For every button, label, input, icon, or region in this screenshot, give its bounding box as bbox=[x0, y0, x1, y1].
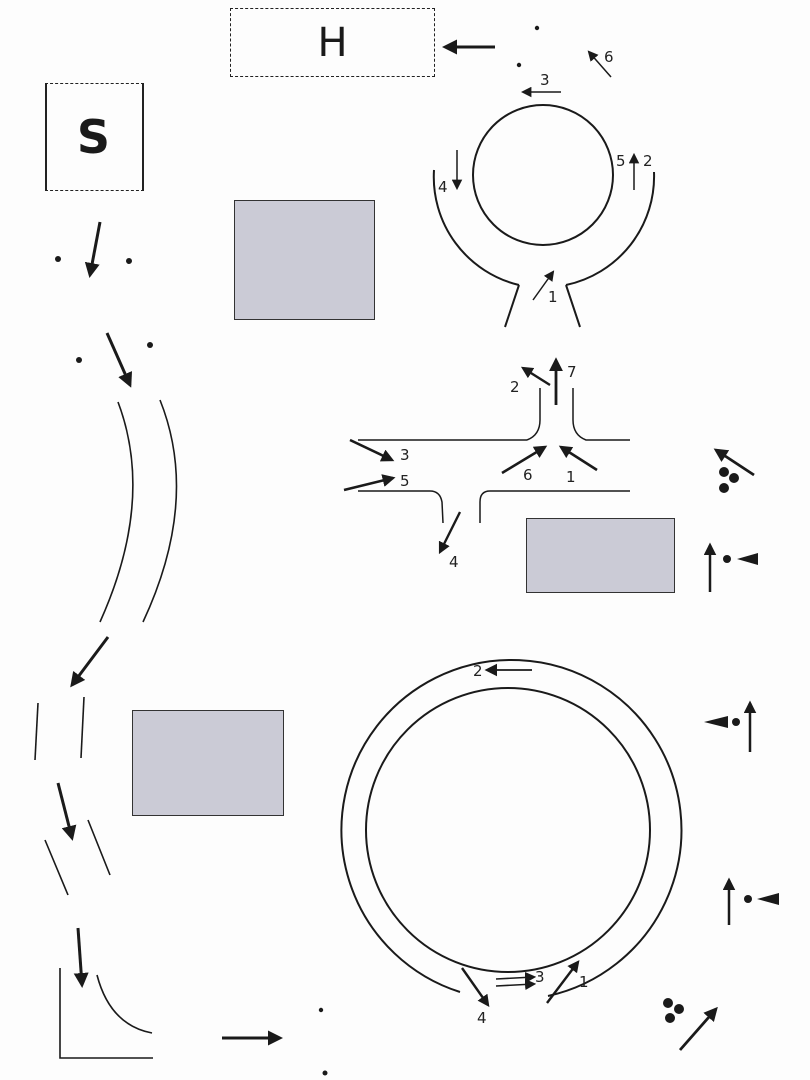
dot bbox=[516, 62, 522, 68]
junction-label-7: 7 bbox=[567, 363, 577, 381]
dot bbox=[318, 1007, 324, 1013]
label-6: 6 bbox=[604, 48, 614, 66]
wedge bbox=[757, 893, 779, 905]
particle bbox=[723, 555, 731, 563]
s-box: S bbox=[45, 83, 144, 191]
label-1: 1 bbox=[548, 288, 558, 306]
stem-right bbox=[565, 284, 581, 328]
junction-label-1: 1 bbox=[566, 468, 576, 486]
wedge bbox=[737, 553, 758, 565]
wedge bbox=[704, 716, 728, 728]
answer-blank-3[interactable] bbox=[132, 710, 284, 816]
bottom-label-4: 4 bbox=[477, 1009, 487, 1027]
arrow-down-3 bbox=[70, 636, 110, 688]
arrow-3-bottom-a bbox=[495, 971, 537, 984]
particle bbox=[674, 1004, 684, 1014]
label-2: 2 bbox=[643, 152, 653, 170]
junction-label-2: 2 bbox=[510, 378, 520, 396]
label-3: 3 bbox=[540, 71, 550, 89]
h-box-label: H bbox=[317, 19, 348, 66]
arrow-down-1 bbox=[84, 221, 102, 278]
particle bbox=[665, 1013, 675, 1023]
arrow-down-4 bbox=[56, 782, 77, 841]
dot bbox=[55, 256, 61, 262]
particle bbox=[732, 718, 740, 726]
channel-bottom bbox=[358, 490, 444, 524]
stem-left bbox=[504, 284, 520, 328]
arrow-1-junction bbox=[558, 445, 598, 472]
channel-corner-tr bbox=[572, 388, 630, 441]
arrow-down-5 bbox=[73, 927, 89, 988]
junction-label-6: 6 bbox=[523, 466, 533, 484]
corner-shape bbox=[59, 968, 153, 1059]
particle bbox=[663, 998, 673, 1008]
outer-arc-bottom bbox=[340, 658, 683, 997]
long-membrane-left bbox=[99, 401, 134, 623]
arrow-3-junction bbox=[349, 438, 395, 462]
arrow-3-bottom-b bbox=[495, 978, 537, 991]
dot bbox=[147, 342, 153, 348]
arrow-1-bottom bbox=[546, 960, 580, 1004]
dot bbox=[126, 258, 132, 264]
arrow-4-bottom bbox=[461, 967, 490, 1007]
corner-curve bbox=[96, 974, 153, 1034]
answer-blank-2[interactable] bbox=[526, 518, 675, 593]
arrow-cluster-top bbox=[713, 448, 755, 477]
channel-corner-tl bbox=[526, 388, 541, 441]
particle bbox=[744, 895, 752, 903]
junction-label-4: 4 bbox=[449, 553, 459, 571]
arrow-4-junction bbox=[438, 511, 462, 555]
arrow-cluster-bottom bbox=[678, 1006, 718, 1051]
bottom-label-3: 3 bbox=[535, 968, 545, 986]
arrow-6-top bbox=[587, 50, 612, 78]
slant-right bbox=[87, 819, 111, 876]
junction-label-5: 5 bbox=[400, 472, 410, 490]
h-box: H bbox=[230, 8, 435, 77]
dot bbox=[534, 25, 540, 31]
particle bbox=[719, 483, 729, 493]
arrow-6-junction bbox=[501, 445, 548, 475]
bottom-label-2: 2 bbox=[473, 662, 483, 680]
outer-arc-top-right bbox=[565, 171, 656, 286]
arrow-down-2 bbox=[105, 332, 133, 388]
dot bbox=[322, 1070, 328, 1076]
particle bbox=[729, 473, 739, 483]
inner-circle-top bbox=[472, 104, 614, 246]
inner-circle-bottom bbox=[365, 687, 651, 973]
channel-bottom-right bbox=[479, 490, 630, 523]
junction-label-3: 3 bbox=[400, 446, 410, 464]
arrow-2-junction bbox=[520, 366, 551, 387]
segment-right bbox=[80, 696, 85, 759]
label-4: 4 bbox=[438, 178, 448, 196]
slant-left bbox=[44, 839, 69, 896]
label-5: 5 bbox=[616, 152, 626, 170]
arrow-1-top bbox=[532, 270, 555, 301]
s-box-label: S bbox=[76, 110, 111, 164]
arrow-5-junction bbox=[343, 474, 396, 492]
segment-left bbox=[34, 702, 39, 761]
particle bbox=[719, 467, 729, 477]
outer-arc-top bbox=[432, 169, 520, 286]
dot bbox=[76, 357, 82, 363]
answer-blank-1[interactable] bbox=[234, 200, 375, 320]
long-membrane-right bbox=[142, 399, 178, 623]
bottom-label-1: 1 bbox=[579, 973, 589, 991]
